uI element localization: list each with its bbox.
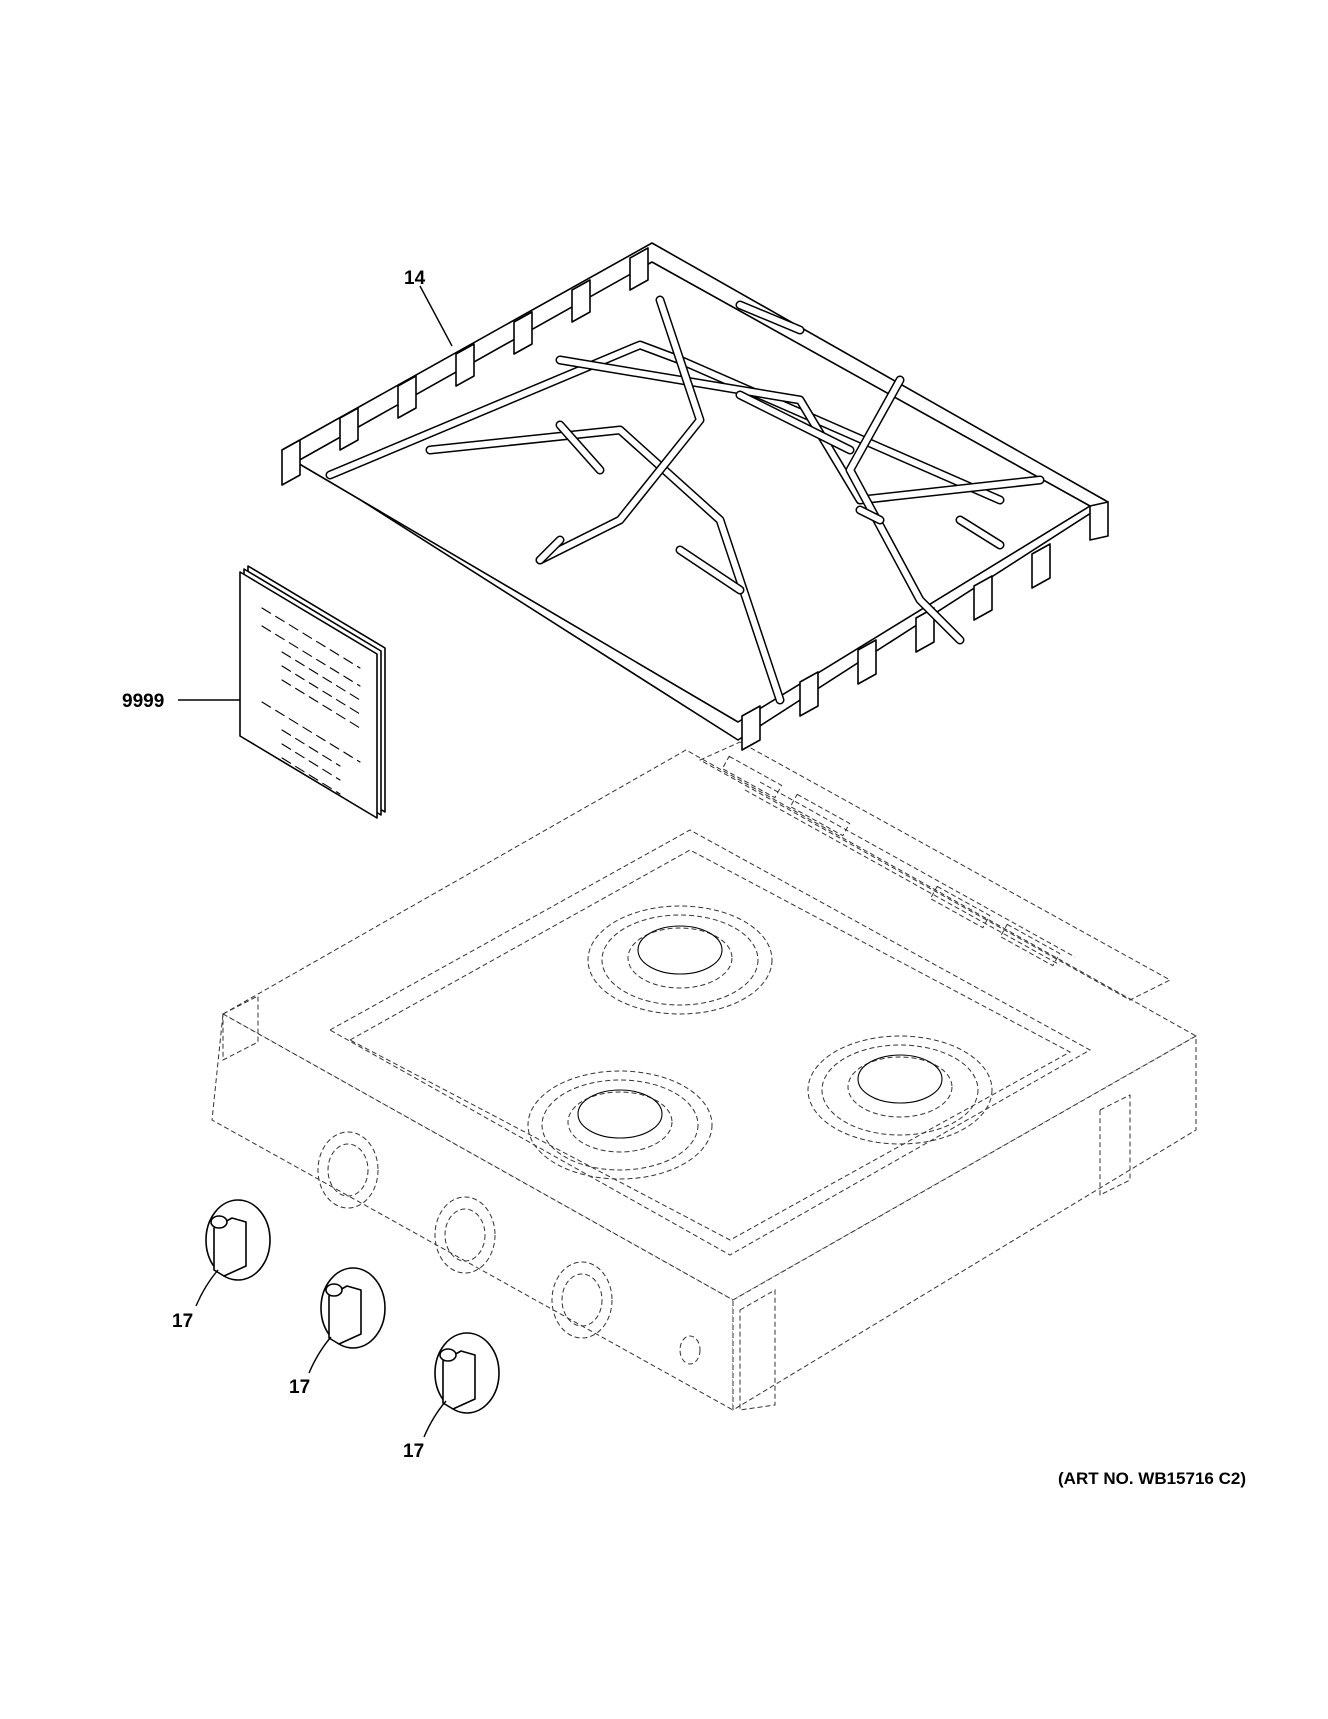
cooktop-assembly (211, 741, 1198, 1411)
grate-leader-line (419, 285, 453, 347)
callout-manual: 9999 (122, 691, 164, 712)
burner-grate (281, 242, 1109, 751)
callout-knob-2: 17 (289, 1377, 310, 1398)
knob-1-leader-line (195, 1269, 219, 1307)
front-right-burner (807, 1035, 993, 1145)
control-knob-3 (434, 1332, 500, 1414)
rear-burner (587, 905, 773, 1015)
callout-knob-3: 17 (403, 1441, 424, 1462)
front-left-burner (527, 1070, 713, 1180)
art-number: (ART NO. WB15716 C2) (1058, 1469, 1246, 1488)
valve-stem-middle (434, 1196, 496, 1274)
valve-stem-left (317, 1131, 379, 1209)
control-knob-2 (320, 1267, 386, 1349)
knob-3-leader-line (423, 1400, 447, 1438)
callout-grate: 14 (404, 268, 426, 289)
valve-stem-right (551, 1261, 613, 1339)
literature-booklet (239, 565, 386, 819)
callout-knob-1: 17 (172, 1311, 193, 1332)
knob-2-leader-line (308, 1336, 332, 1374)
control-knob-1 (205, 1199, 271, 1281)
